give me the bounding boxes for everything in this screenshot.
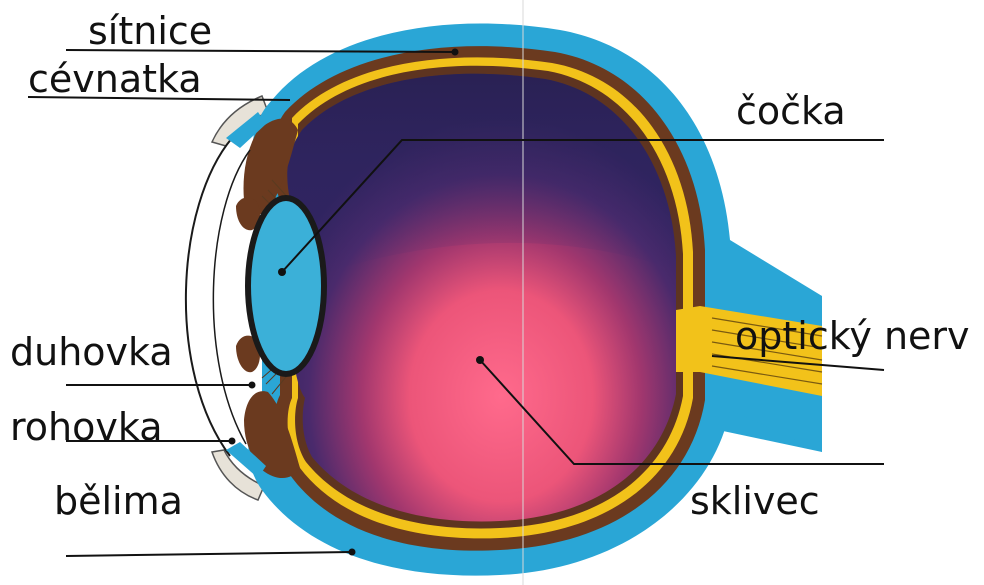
- endpoint-rohovka: [229, 438, 236, 445]
- label-cevnatka: cévnatka: [28, 60, 202, 98]
- label-opticky-nerv: optický nerv: [735, 317, 970, 355]
- label-sitnice: sítnice: [88, 12, 212, 50]
- endpoint-belima: [349, 549, 356, 556]
- label-sklivec: sklivec: [690, 482, 820, 520]
- leader-belima: [66, 552, 352, 556]
- endpoint-duhovka: [249, 382, 256, 389]
- label-cocka: čočka: [736, 92, 846, 130]
- label-belima: bělima: [54, 482, 183, 520]
- endpoint-cocka: [278, 268, 286, 276]
- label-duhovka: duhovka: [10, 333, 173, 371]
- label-rohovka: rohovka: [10, 408, 162, 446]
- lens: [248, 198, 324, 374]
- endpoint-sklivec: [476, 356, 484, 364]
- endpoint-sitnice: [452, 49, 459, 56]
